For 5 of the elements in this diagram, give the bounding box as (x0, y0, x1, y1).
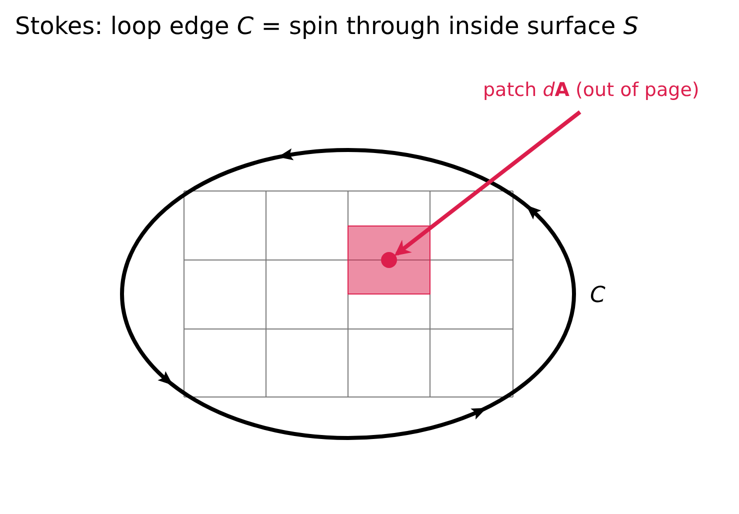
point-dot (381, 252, 397, 268)
arrow (394, 110, 582, 256)
callout-label: patch dA (out of page) (483, 79, 700, 101)
title: Stokes: loop edge C = spin through inside surface S (15, 12, 638, 40)
curve-label: C (590, 283, 606, 308)
